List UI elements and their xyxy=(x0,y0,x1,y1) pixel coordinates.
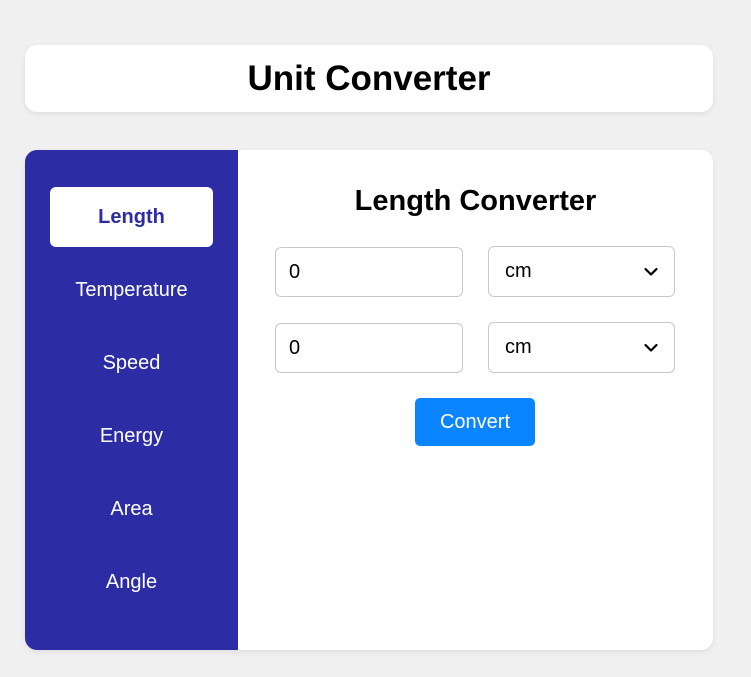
from-unit-select[interactable]: cm xyxy=(488,246,675,297)
sidebar-item-area[interactable]: Area xyxy=(110,497,153,520)
header-bar: Unit Converter xyxy=(25,45,713,112)
sidebar: Length Temperature Speed Energy Area Ang… xyxy=(25,150,238,650)
sidebar-item-speed[interactable]: Speed xyxy=(102,351,161,374)
from-unit-value: cm xyxy=(505,260,532,282)
to-unit-select[interactable]: cm xyxy=(488,322,675,373)
sidebar-item-length[interactable]: Length xyxy=(50,187,213,247)
convert-button[interactable]: Convert xyxy=(415,398,535,446)
chevron-down-icon xyxy=(644,260,658,283)
app-title: Unit Converter xyxy=(247,58,491,98)
sidebar-item-angle[interactable]: Angle xyxy=(105,570,158,593)
sidebar-item-energy[interactable]: Energy xyxy=(99,424,164,447)
to-unit-value: cm xyxy=(505,336,532,358)
converter-title: Length Converter xyxy=(354,185,597,217)
converter-card: Length Temperature Speed Energy Area Ang… xyxy=(25,150,713,650)
from-value-input[interactable] xyxy=(275,247,463,297)
chevron-down-icon xyxy=(644,336,658,359)
sidebar-item-temperature[interactable]: Temperature xyxy=(75,278,188,301)
converter-panel: Length Converter cm cm Convert xyxy=(238,150,713,650)
to-value-input[interactable] xyxy=(275,323,463,373)
